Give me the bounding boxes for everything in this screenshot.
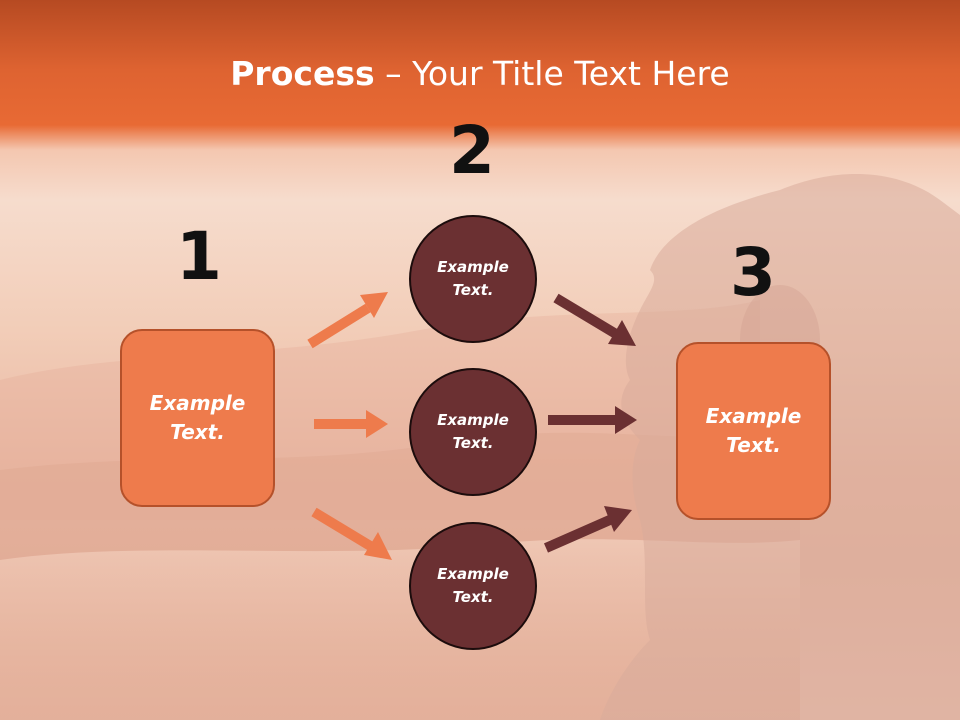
circle-bottom-label: Example Text. bbox=[437, 565, 509, 606]
step-2-circle-bottom: Example Text. bbox=[409, 522, 537, 650]
step-number-2: 2 bbox=[449, 112, 495, 189]
arrow-1-to-bottom bbox=[311, 507, 392, 560]
step-1-box: Example Text. bbox=[120, 329, 275, 507]
title-rest: – Your Title Text Here bbox=[374, 54, 730, 93]
arrow-bottom-to-3 bbox=[543, 506, 632, 553]
arrow-top-to-3 bbox=[553, 293, 636, 346]
step-1-label: Example Text. bbox=[149, 391, 246, 444]
circle-middle-label: Example Text. bbox=[437, 411, 509, 452]
step-2-circle-middle: Example Text. bbox=[409, 368, 537, 496]
step-3-label: Example Text. bbox=[705, 404, 802, 457]
step-number-1: 1 bbox=[176, 218, 222, 295]
slide-title: Process – Your Title Text Here bbox=[0, 52, 960, 96]
circle-top-label: Example Text. bbox=[437, 258, 509, 299]
step-number-3: 3 bbox=[730, 234, 776, 311]
step-3-box: Example Text. bbox=[676, 342, 831, 520]
arrow-middle-to-3 bbox=[548, 406, 637, 434]
arrow-1-to-middle bbox=[314, 410, 388, 438]
arrow-1-to-top bbox=[307, 292, 388, 349]
title-bold: Process bbox=[230, 54, 375, 93]
step-2-circle-top: Example Text. bbox=[409, 215, 537, 343]
